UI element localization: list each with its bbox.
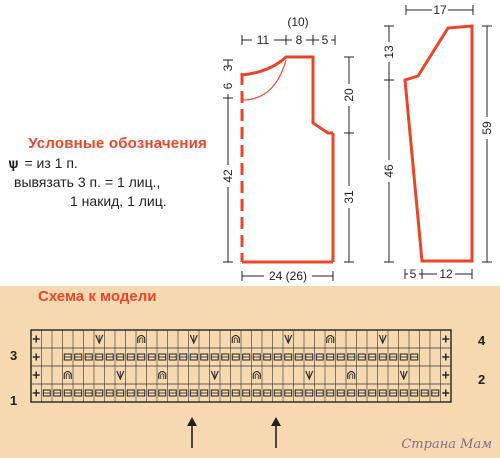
sleeve-left-dim-1: 13 [382, 45, 396, 59]
chart-title: Схема к модели [38, 288, 157, 305]
front-left-dim-1: 6 [221, 82, 235, 89]
sleeve-top-dim: 17 [433, 3, 447, 17]
front-right-dim-1: 20 [342, 88, 356, 102]
front-bottom-dim: 24 (26) [269, 269, 307, 283]
front-top-dim-1: 11 [257, 33, 270, 47]
front-left-dim-3: 42 [221, 169, 235, 183]
sleeve-left-dim-2: 46 [382, 164, 396, 178]
arrow-icon-2 [271, 417, 281, 448]
legend-item-1: ѱ = из 1 п. [8, 155, 215, 171]
legend-item-3: 1 накид, 1 лиц. [70, 193, 167, 209]
row-number-right-4: 4 [478, 333, 486, 348]
front-top-dim-2: 8 [296, 33, 303, 47]
front-top-dim-3: 5 [322, 33, 329, 47]
row-number-left-3: 3 [10, 348, 17, 363]
legend: Условные обозначения ѱ = из 1 п. вывязат… [0, 135, 215, 209]
watermark: Страна Мам [401, 437, 492, 452]
front-top-label: (10) [287, 15, 308, 29]
legend-item-1-text: = из 1 п. [24, 155, 78, 171]
sleeve-pattern: 17 13 46 59 5 12 [382, 3, 494, 281]
knitting-chart [30, 329, 452, 403]
front-right-dim-2: 31 [342, 190, 356, 204]
front-pattern: (10) 11 8 5 6 3 42 20 [221, 15, 356, 283]
sleeve-bottom-dim-2: 12 [439, 267, 453, 281]
arrow-icon-1 [187, 417, 197, 448]
chart-background [0, 286, 500, 458]
sleeve-bottom-dim-1: 5 [410, 267, 417, 281]
front-left-dim-2: 3 [221, 64, 235, 71]
row-number-left-1: 1 [10, 393, 17, 408]
legend-title: Условные обозначения [28, 135, 207, 152]
sleeve-right-dim: 59 [480, 121, 494, 135]
legend-item-2: вывязать 3 п. = 1 лиц., [14, 174, 161, 190]
row-number-right-2: 2 [478, 372, 485, 387]
increase-symbol-icon: ѱ [8, 155, 19, 171]
